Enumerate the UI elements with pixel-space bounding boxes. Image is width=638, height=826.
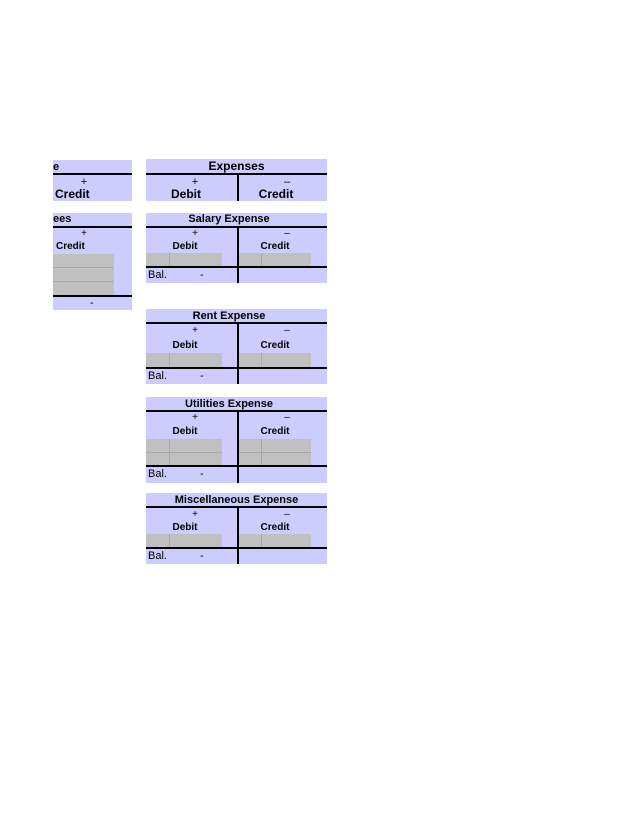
fragment-1-background (53, 160, 132, 201)
expenses-background (146, 159, 327, 201)
misc-expense-balance-label: Bal. (148, 550, 167, 562)
fragment-2-balance-rule (53, 295, 132, 297)
expenses-center-rule (237, 173, 239, 201)
misc-expense-debit-entry[interactable] (146, 534, 222, 547)
rent-expense-top-rule (146, 322, 327, 324)
salary-expense-credit-entry[interactable] (239, 253, 311, 266)
fragment-1-credit-label: Credit (55, 187, 90, 201)
salary-expense-minus-sign: – (284, 228, 290, 239)
misc-expense-credit-label: Credit (260, 522, 290, 533)
utilities-expense-row-divider (146, 452, 222, 453)
rent-expense-center-rule (237, 322, 239, 384)
rent-expense-credit-entry[interactable] (239, 353, 311, 367)
utilities-expense-balance-rule (146, 465, 327, 467)
salary-expense-title: Salary Expense (188, 213, 270, 225)
misc-expense-cell-divider (261, 534, 262, 547)
salary-expense-center-rule (237, 226, 239, 283)
fragment-2-top-rule (53, 226, 132, 228)
fragment-2-title: ees (53, 213, 72, 225)
rent-expense-credit-label: Credit (260, 340, 290, 351)
fragment-2-plus-sign: + (81, 228, 87, 239)
expenses-plus-sign: + (191, 176, 199, 188)
misc-expense-credit-entry[interactable] (239, 534, 311, 547)
fragment-2-credit-label: Credit (56, 241, 85, 252)
utilities-expense-minus-sign: – (284, 412, 290, 423)
utilities-expense-debit-label: Debit (172, 426, 198, 437)
misc-expense-cell-divider (169, 534, 170, 547)
utilities-expense-center-rule (237, 410, 239, 483)
salary-expense-balance-label: Bal. (148, 269, 167, 281)
salary-expense-cell-divider (261, 253, 262, 266)
expenses-title: Expenses (208, 159, 265, 173)
utilities-expense-balance-label: Bal. (148, 468, 167, 480)
misc-expense-minus-sign: – (284, 509, 290, 520)
rent-expense-cell-divider (261, 353, 262, 367)
fragment-2-gridline (53, 281, 114, 282)
expenses-debit-label: Debit (171, 187, 201, 201)
salary-expense-balance-rule (146, 266, 327, 268)
misc-expense-balance-rule (146, 547, 327, 549)
utilities-expense-title: Utilities Expense (184, 398, 274, 410)
expenses-minus-sign: – (283, 176, 291, 188)
misc-expense-background (146, 493, 327, 564)
rent-expense-background (146, 309, 327, 384)
fragment-2-balance-value: - (90, 297, 94, 309)
expenses-credit-label: Credit (258, 187, 294, 201)
misc-expense-plus-sign: + (192, 509, 198, 520)
expenses-top-rule (146, 173, 327, 175)
fragment-1-title: e (53, 161, 60, 173)
misc-expense-top-rule (146, 506, 327, 508)
rent-expense-title: Rent Expense (192, 310, 266, 322)
rent-expense-plus-sign: + (192, 325, 198, 336)
salary-expense-debit-label: Debit (172, 241, 198, 252)
salary-expense-cell-divider (169, 253, 170, 266)
salary-expense-top-rule (146, 226, 327, 228)
misc-expense-balance-value: - (200, 550, 204, 562)
rent-expense-balance-label: Bal. (148, 370, 167, 382)
utilities-expense-plus-sign: + (192, 412, 198, 423)
fragment-2-gridline (53, 267, 114, 268)
rent-expense-cell-divider (169, 353, 170, 367)
rent-expense-balance-value: - (200, 370, 204, 382)
salary-expense-debit-entry[interactable] (146, 253, 222, 266)
misc-expense-title: Miscellaneous Expense (174, 494, 299, 506)
utilities-expense-credit-label: Credit (260, 426, 290, 437)
fragment-2-entry-cells (53, 254, 114, 295)
rent-expense-balance-rule (146, 367, 327, 369)
fragment-1-plus-sign: + (80, 176, 88, 188)
utilities-expense-balance-value: - (200, 468, 204, 480)
misc-expense-debit-label: Debit (172, 522, 198, 533)
rent-expense-minus-sign: – (284, 325, 290, 336)
salary-expense-background (146, 213, 327, 283)
utilities-expense-row-divider (239, 452, 311, 453)
rent-expense-debit-label: Debit (172, 340, 198, 351)
salary-expense-credit-label: Credit (260, 241, 290, 252)
salary-expense-plus-sign: + (192, 228, 198, 239)
rent-expense-debit-entry[interactable] (146, 353, 222, 367)
fragment-1-top-rule (53, 173, 132, 175)
salary-expense-balance-value: - (200, 269, 204, 281)
utilities-expense-top-rule (146, 410, 327, 412)
misc-expense-center-rule (237, 506, 239, 564)
